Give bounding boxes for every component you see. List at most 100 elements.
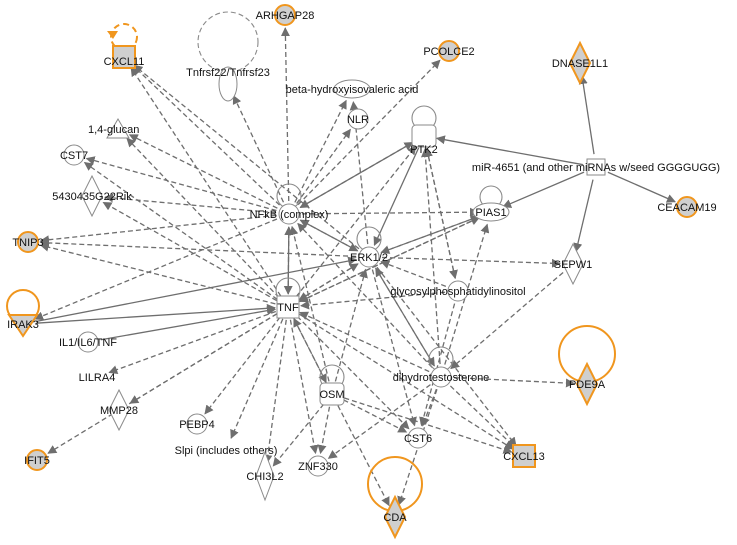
node-slpi[interactable]: Slpi (includes others)	[175, 445, 278, 457]
edge-nfkb-to-irak3	[34, 218, 278, 321]
node-label: NFkB (complex)	[250, 209, 329, 221]
node-label: glycosylphosphatidylinositol	[390, 286, 525, 298]
node-shape	[383, 494, 407, 540]
node-gpi[interactable]: glycosylphosphatidylinositol	[390, 280, 526, 302]
edge-dht-to-znf330	[327, 384, 431, 459]
node-il1[interactable]: IL1/IL6/TNF	[59, 331, 117, 353]
edge-pias1-to-erk12	[380, 215, 480, 254]
node-label: PCOLCE2	[423, 46, 474, 58]
node-glucan[interactable]: 1,4-glucan	[88, 118, 139, 139]
node-mmp28[interactable]: MMP28	[100, 388, 138, 432]
node-shape	[108, 388, 130, 432]
node-pde9a[interactable]: PDE9A	[569, 361, 606, 407]
edge-tnf-to-pebp4	[204, 316, 281, 415]
node-label: miR-4651 (and other miRNAs w/seed GGGGUG…	[472, 162, 720, 174]
node-tnf[interactable]: TNF	[276, 295, 300, 319]
node-label: CDA	[383, 512, 407, 524]
edge-gpi-to-tnf	[300, 291, 446, 310]
edge-osm-to-znf330	[317, 406, 331, 455]
node-shape	[333, 79, 371, 99]
node-cda[interactable]: CDA	[383, 494, 407, 540]
node-ceacam19[interactable]: CEACAM19	[657, 196, 717, 218]
node-nfkb[interactable]: NFkB (complex)	[250, 203, 329, 225]
edge-tnf-to-g5430	[102, 201, 278, 302]
node-shape	[106, 118, 130, 139]
edge-nfkb-to-g5430	[104, 193, 277, 214]
node-sepw1[interactable]: SEPW1	[554, 242, 593, 286]
node-cst6[interactable]: CST6	[404, 427, 432, 449]
node-cxcl11[interactable]: CXCL11	[104, 45, 145, 69]
node-ptk2[interactable]: PTK2	[410, 124, 438, 156]
node-shape	[472, 202, 510, 222]
node-beta[interactable]: beta-hydroxyisovaleric acid	[286, 79, 419, 99]
node-cst7[interactable]: CST7	[60, 144, 88, 166]
node-ifit5[interactable]: IFIT5	[24, 449, 50, 471]
node-shape	[255, 450, 275, 502]
edge-erk12-to-cst6	[371, 269, 417, 427]
node-pias1[interactable]: PIAS1	[472, 202, 510, 222]
edge-ptk2-to-nfkb	[299, 141, 414, 209]
node-shape	[77, 331, 99, 353]
node-pcolce2[interactable]: PCOLCE2	[423, 40, 475, 62]
node-label: ARHGAP28	[256, 10, 315, 22]
node-tnip3[interactable]: TNIP3	[12, 231, 44, 253]
node-label: OSM	[319, 389, 344, 401]
edge-dht-to-cst6	[421, 388, 438, 427]
node-label: Slpi (includes others)	[175, 445, 278, 457]
node-znf330[interactable]: ZNF330	[298, 455, 338, 477]
node-nlr[interactable]: NLR	[347, 108, 369, 130]
node-cxcl13[interactable]: CXCL13	[503, 444, 545, 468]
node-arhgap28[interactable]: ARHGAP28	[256, 4, 315, 26]
node-label: CST7	[60, 150, 88, 162]
edge-il1-to-tnf	[100, 306, 277, 341]
node-shape	[676, 196, 698, 218]
edge-erk12-to-tnip3	[40, 238, 357, 258]
node-label: PIAS1	[475, 207, 506, 219]
node-shape	[278, 203, 300, 225]
node-dht[interactable]: dihydrotestosterone	[393, 366, 490, 388]
node-shape	[319, 382, 345, 406]
edge-osm-to-chi3l2	[272, 403, 325, 467]
node-shape	[63, 144, 85, 166]
node-label: NLR	[347, 114, 369, 126]
node-mir4651[interactable]: miR-4651 (and other miRNAs w/seed GGGGUG…	[472, 158, 720, 176]
edge-osm-to-cxcl13	[344, 397, 513, 454]
node-label: 5430435G22Rik	[52, 191, 132, 203]
node-label: Tnfrsf22/Tnfrsf23	[186, 67, 270, 79]
edge-nfkb-to-cst7	[85, 156, 277, 212]
node-shape	[218, 66, 238, 102]
edge-mir4651-to-ceacam19	[607, 171, 676, 203]
node-chi3l2[interactable]: CHI3L2	[246, 450, 284, 502]
node-shape	[307, 455, 329, 477]
node-label: IL1/IL6/TNF	[59, 337, 117, 349]
edge-tnf-to-cst6	[296, 315, 410, 430]
edge-nfkb-to-tnip3	[40, 214, 277, 245]
edge-gpi-to-cst6	[419, 303, 456, 427]
node-dnase1l1[interactable]: DNASE1L1	[552, 40, 608, 86]
edge-mir4651-to-dnase1l1	[578, 74, 595, 155]
node-shape	[276, 295, 300, 319]
node-lilra4[interactable]: LILRA4	[79, 372, 116, 384]
node-pebp4[interactable]: PEBP4	[179, 413, 215, 435]
node-label: SEPW1	[554, 259, 593, 271]
node-label: TNF	[277, 302, 299, 314]
edge-gpi-to-ptk2	[424, 147, 456, 279]
node-shape	[430, 366, 452, 388]
edge-dht-to-erk12	[375, 267, 435, 367]
node-irak3[interactable]: IRAK3	[7, 314, 39, 338]
node-shape	[568, 40, 592, 86]
node-osm[interactable]: OSM	[319, 382, 345, 406]
node-label: beta-hydroxyisovaleric acid	[286, 84, 419, 96]
node-shape	[26, 449, 48, 471]
node-label: PDE9A	[569, 379, 606, 391]
node-shape	[586, 158, 606, 176]
edge-dht-to-pde9a	[453, 376, 575, 388]
edge-irak3-to-erk12	[35, 256, 358, 323]
node-g5430[interactable]: 5430435G22Rik	[52, 174, 132, 218]
edge-dht-to-ptk2	[420, 148, 441, 365]
edge-nfkb-to-beta	[294, 99, 347, 203]
node-erk12[interactable]: ERK1/2	[350, 246, 388, 268]
node-label: dihydrotestosterone	[393, 372, 490, 384]
node-tnfrsf22[interactable]: Tnfrsf22/Tnfrsf23	[186, 66, 270, 102]
